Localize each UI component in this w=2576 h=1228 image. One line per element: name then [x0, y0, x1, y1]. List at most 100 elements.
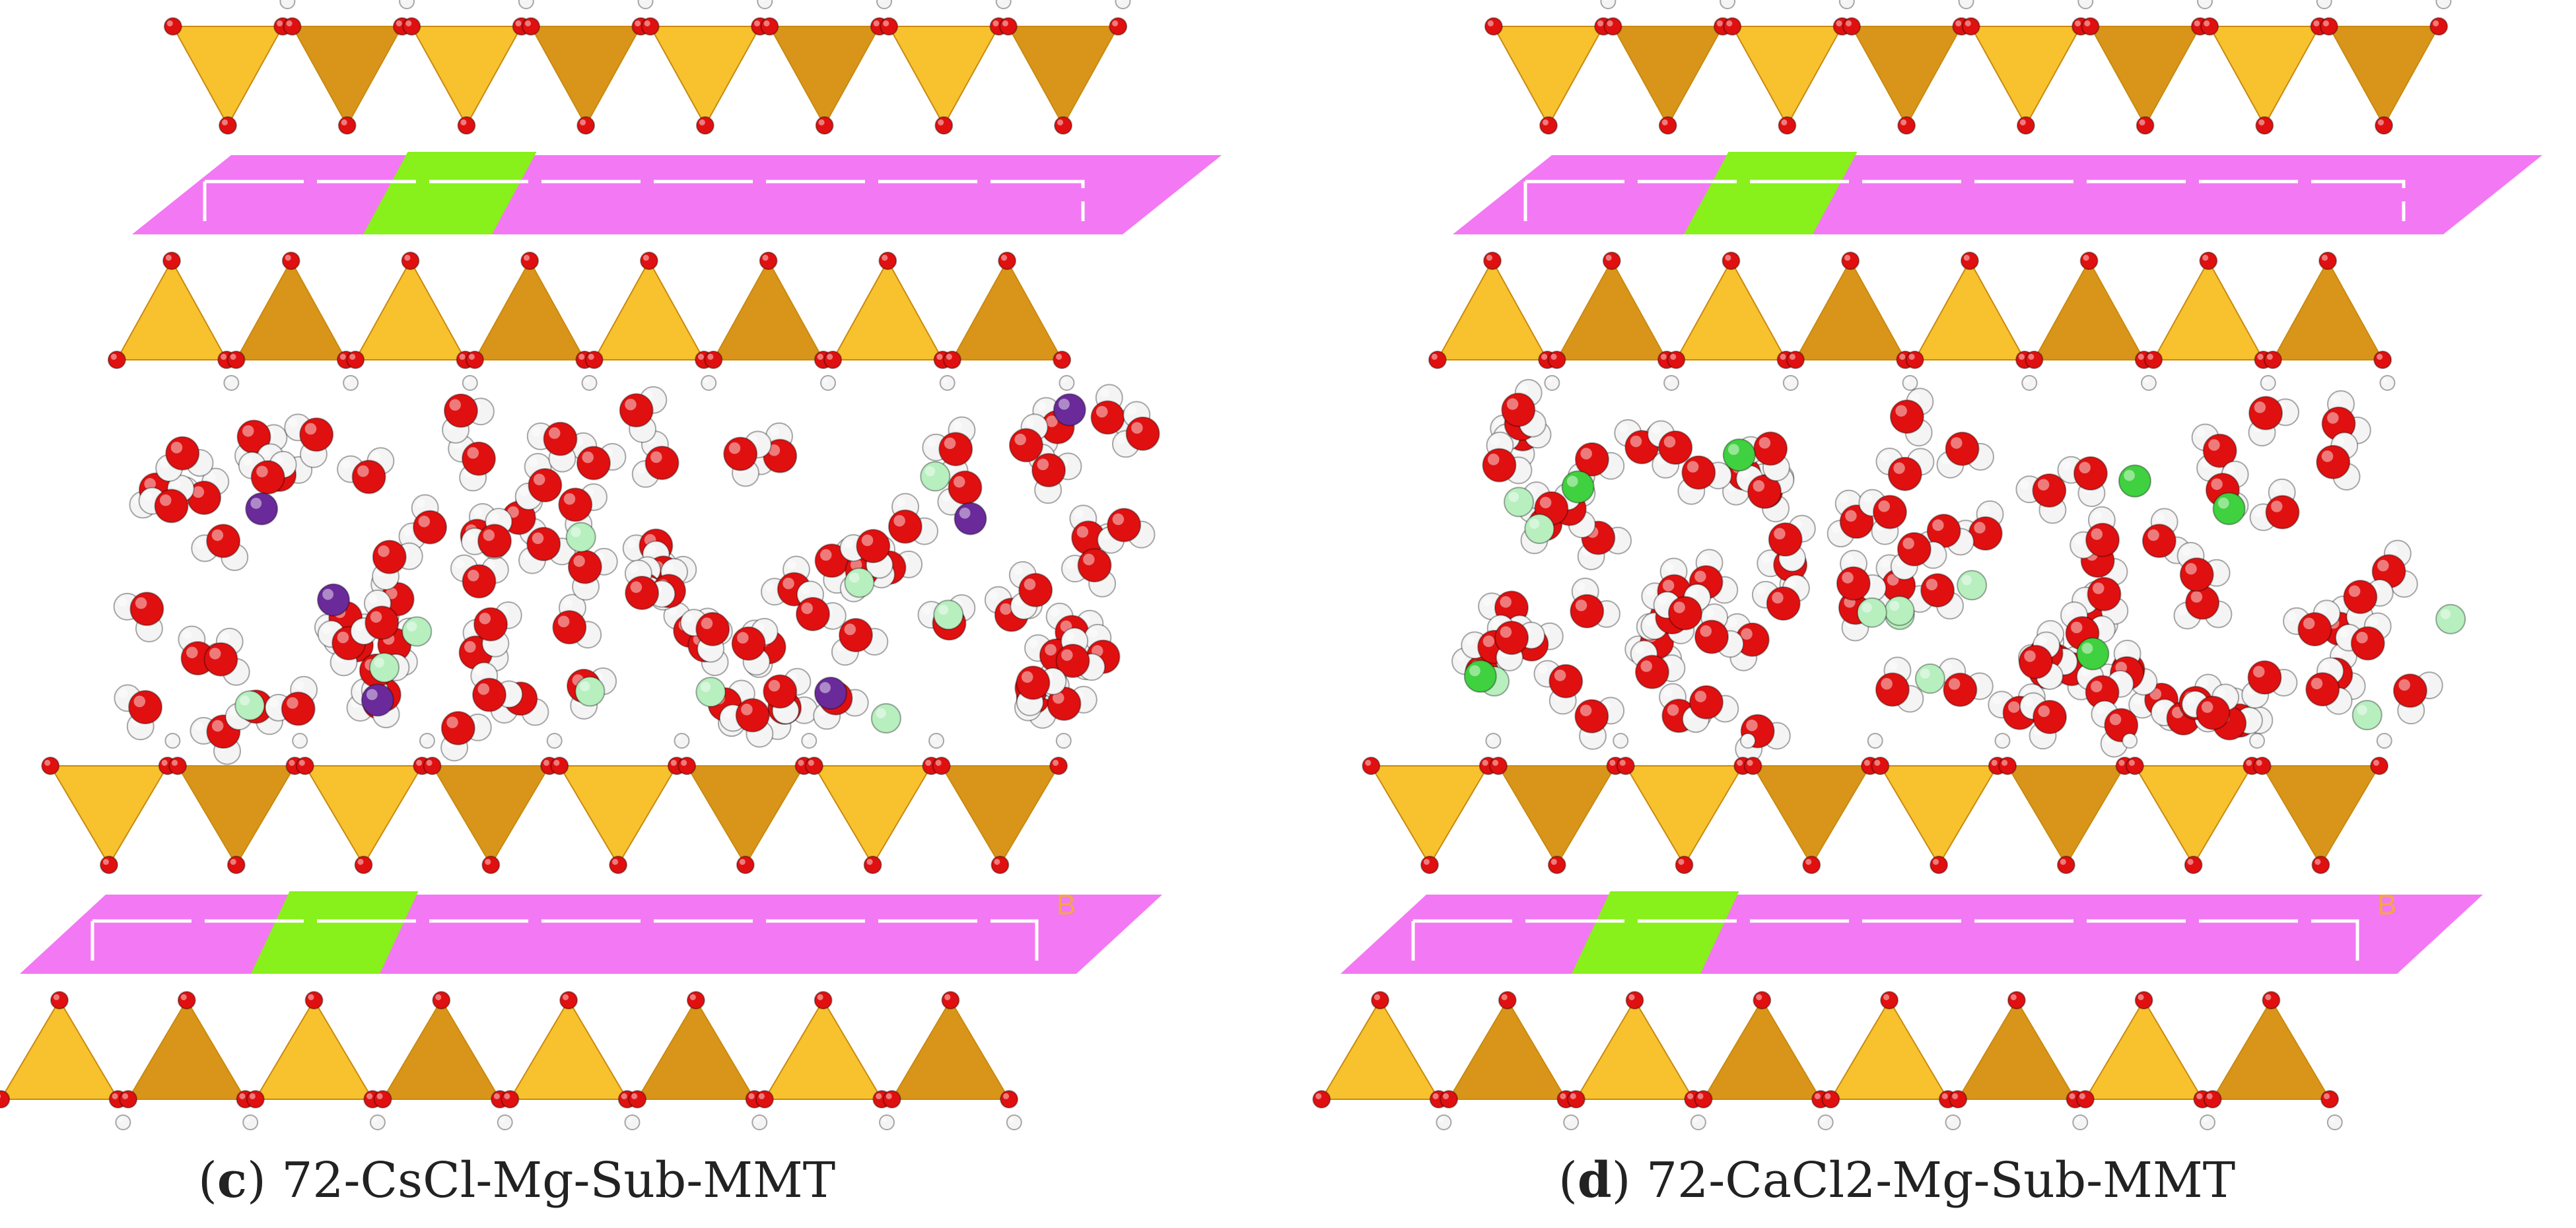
panel-c-top-layer-lower-hydroxyl-h	[223, 375, 240, 391]
panel-c-top-layer-upper-oxygen-atom-highlight	[221, 119, 228, 125]
panel-c-interlayer-water-h-highlight	[454, 559, 464, 568]
panel-d-interlayer-water-h-highlight	[1634, 644, 1644, 654]
panel-d-top-layer-upper-hydroxyl-h	[2196, 0, 2213, 9]
panel-c-bottom-layer-lower-hydroxyl-h-highlight	[627, 1117, 633, 1122]
panel-d-interlayer-chloride-ion-highlight	[1508, 491, 1519, 502]
panel-d-interlayer-water-h-highlight	[1576, 582, 1585, 592]
panel-d-interlayer-water-o-highlight	[1580, 704, 1592, 716]
panel-d-bottom-layer-lower-oxygen-atom	[1371, 991, 1389, 1009]
panel-d-interlayer-water-h-highlight	[1880, 452, 1890, 462]
panel-d-bottom-layer-lower-hydroxyl-h-highlight	[2330, 1117, 2335, 1122]
panel-d-bottom-layer-upper-hydroxyl-h	[1739, 733, 1756, 749]
panel-c-bottom-layer-upper-hydroxyl-h	[164, 733, 181, 749]
panel-c-interlayer-water-o-highlight	[1021, 671, 1033, 683]
panel-c-bottom-layer-upper-oxygen-atom-highlight	[681, 759, 687, 766]
panel-c-bottom-layer-lower-oxygen-atom-highlight	[435, 994, 442, 1000]
panel-d-interlayer-water-h-highlight	[1786, 579, 1796, 589]
panel-c-interlayer-chloride-ion-highlight	[571, 527, 581, 537]
panel-c-bottom-layer-upper-oxygen-atom-highlight	[739, 858, 746, 865]
panel-d-interlayer-water-o	[1968, 516, 2003, 551]
panel-c-interlayer-water-o-highlight	[135, 597, 147, 609]
panel-c-bottom-layer-lower-oxygen-atom-highlight	[944, 994, 951, 1000]
panel-d-top-layer-lower-hydroxyl-h-highlight	[2262, 378, 2268, 384]
panel-c-bottom-layer-lower-hydroxyl-h-highlight	[372, 1117, 378, 1122]
panel-d-interlayer-water-o-highlight	[1667, 704, 1679, 716]
panel-c-interlayer-water-o-highlight	[850, 559, 862, 571]
panel-d-bottom-layer-upper-tetrahedron	[1497, 765, 1617, 866]
panel-c-top-layer-upper-oxygen-atom-highlight	[873, 20, 880, 26]
panel-d-top-layer-lower-tetrahedron	[1675, 259, 1788, 360]
panel-d-bottom-layer-upper-oxygen-atom-highlight	[1805, 858, 1812, 865]
panel-c-interlayer-water-o	[250, 460, 285, 495]
panel-d-top-layer-upper-hydroxyl-h-highlight	[2319, 0, 2324, 1]
panel-d-interlayer-water-h-highlight	[2081, 667, 2091, 677]
panel-d-top-layer-upper-oxygen-atom	[2081, 17, 2100, 36]
panel-d-bottom-layer-lower-oxygen-atom-highlight	[1570, 1093, 1576, 1099]
panel-d-bottom-layer-upper-oxygen-atom-highlight	[1365, 759, 1372, 766]
panel-c-top-layer-upper-oxygen-atom-highlight	[635, 20, 641, 26]
panel-c-interlayer-water-o	[1077, 548, 1112, 583]
panel-c-bottom-layer-lower-hydroxyl-h	[751, 1114, 768, 1130]
panel-d-interlayer-water-h-highlight	[2076, 591, 2086, 601]
panel-d-bottom-layer-lower-oxygen-atom	[1694, 1090, 1713, 1109]
panel-d-interlayer-water-o-highlight	[1500, 596, 1512, 608]
panel-d-interlayer-water-o-highlight	[1895, 405, 1907, 417]
panel-c-top-layer-upper-hydroxyl-h-highlight	[760, 0, 765, 1]
panel-d-interlayer-water-o	[1766, 586, 1801, 621]
panel-d-top-layer-upper-tetrahedron	[1492, 26, 1605, 127]
panel-c-top-layer-lower-oxygen-atom-highlight	[110, 353, 117, 360]
panel-d-top-layer-upper-hydroxyl-h-highlight	[1842, 0, 1847, 1]
panel-d-interlayer-water-h-highlight	[2340, 628, 2350, 638]
panel-c-interlayer-water-o-highlight	[701, 617, 713, 629]
panel-d-interlayer-water-h-highlight	[1992, 695, 2002, 705]
panel-c-interlayer-water-h-highlight	[485, 560, 495, 570]
panel-d-interlayer-water-o-highlight	[1506, 398, 1519, 410]
panel-d-bottom-layer-lower-hydroxyl-h	[1817, 1114, 1834, 1130]
panel-c-top-layer-lower-oxygen-atom	[401, 252, 420, 270]
panel-d-interlayer-water-o	[1694, 619, 1729, 654]
panel-c-top-layer-upper-hydroxyl-h	[757, 0, 773, 9]
panel-c-interlayer-chloride-ion	[234, 690, 265, 721]
panel-d-interlayer-water-h-highlight	[2334, 647, 2344, 657]
panel-d-top-layer-upper-tetrahedron	[2089, 26, 2202, 127]
panel-d-top-layer-upper-oxygen-atom-highlight	[2258, 119, 2265, 125]
panel-d-interlayer-water-h-highlight	[2024, 697, 2034, 706]
panel-d-bottom-layer-lower-hydroxyl-h-highlight	[1438, 1117, 1444, 1122]
panel-c-top-layer-lower-hydroxyl-h-highlight	[345, 378, 351, 384]
panel-d-bottom-layer-lower-oxygen-atom-highlight	[1883, 994, 1890, 1000]
panel-d-top-layer-lower-oxygen-atom	[1960, 252, 1979, 270]
panel-d-interlayer-water-o-highlight	[1741, 628, 1753, 640]
panel-d-bottom-layer-lower-tetrahedron	[1829, 999, 1949, 1100]
panel-c-interlayer-water-o	[128, 690, 163, 725]
panel-c-top-layer-upper-oxygen-atom-highlight	[883, 20, 889, 26]
panel-d-top-layer-lower-oxygen-atom-highlight	[2028, 353, 2035, 360]
panel-d-top-layer-upper-hydroxyl-h	[1600, 0, 1617, 9]
panel-c-top-layer-lower-oxygen-atom	[466, 351, 485, 369]
panel-c-top-layer-upper-hydroxyl-h-highlight	[1118, 0, 1123, 1]
panel-d-interlayer-water-o-highlight	[1845, 510, 1857, 522]
panel-d-interlayer-water-o-highlight	[2079, 461, 2091, 474]
panel-c-bottom-layer-lower-tetrahedron	[636, 999, 756, 1100]
panel-d-bottom-layer-upper-oxygen-atom	[1743, 757, 1762, 775]
panel-c-bottom-layer-lower-oxygen-atom-highlight	[180, 994, 187, 1000]
panel-d-top-layer-lower-oxygen-atom	[2318, 252, 2338, 270]
panel-c-interlayer-water-h-highlight	[1029, 638, 1039, 648]
panel-d-bottom-layer-lower-tetrahedron	[1575, 999, 1694, 1100]
panel-d-bottom-layer-lower-tetrahedron	[1320, 999, 1440, 1100]
panel-c-top-layer-lower-oxygen-atom-highlight	[285, 254, 291, 261]
panel-d-bottom-layer-lower-oxygen-atom	[1949, 1090, 1968, 1109]
panel-c-interlayer-water-o	[1031, 453, 1066, 488]
panel-d-bottom-layer-lower-oxygen-atom	[1498, 991, 1517, 1009]
panel-c-bottom-layer-lower-hydroxyl-h-highlight	[754, 1117, 760, 1122]
panel-d-interlayer-water-h-highlight	[1646, 587, 1655, 597]
panel-d-interlayer-water-o-highlight	[1758, 437, 1771, 449]
panel-d-interlayer-water-o	[2185, 585, 2220, 620]
panel-c-bottom-layer-lower-oxygen-atom	[50, 991, 69, 1009]
panel-d-top-layer-upper-oxygen-atom	[1778, 116, 1797, 135]
panel-d-interlayer-water-h-highlight	[1888, 661, 1898, 671]
panel-d-interlayer-water-h-highlight	[1619, 423, 1628, 433]
panel-d-interlayer-water-o	[1747, 474, 1782, 509]
panel-d-bottom-layer-upper-oxygen-atom	[1489, 757, 1508, 775]
panel-d-top-layer-upper-oxygen-atom-highlight	[2084, 20, 2091, 26]
panel-d-interlayer-water-o-highlight	[1772, 592, 1784, 604]
